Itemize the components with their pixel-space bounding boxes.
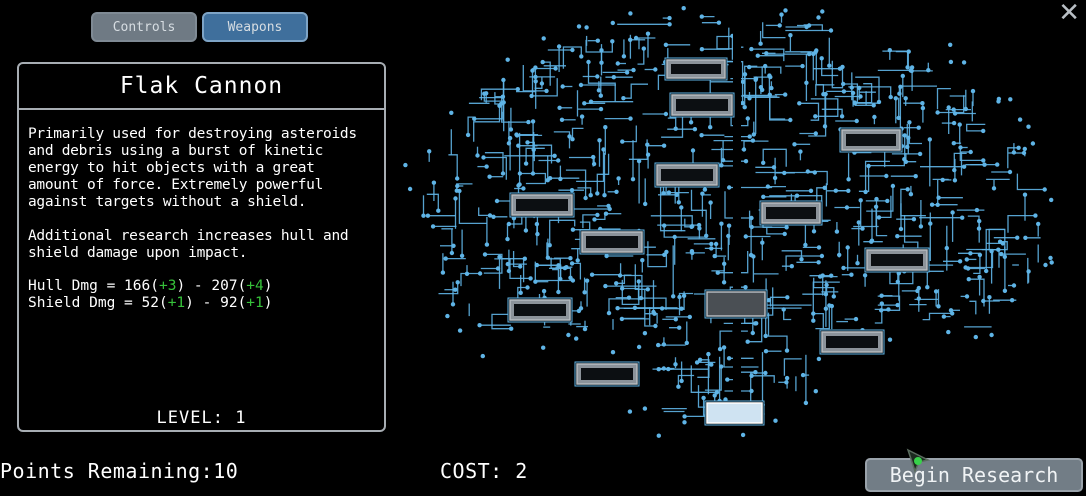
begin-research-button[interactable]: Begin Research: [865, 458, 1083, 492]
weapon-level: LEVEL: 1: [156, 408, 247, 428]
weapon-description: Primarily used for destroying asteroids …: [28, 126, 357, 261]
circuit-brain-icon: [402, 0, 1062, 459]
cursor-icon: [906, 448, 931, 474]
weapon-title: Flak Cannon: [19, 64, 384, 110]
close-icon[interactable]: ✕: [1058, 0, 1080, 28]
tab-weapons[interactable]: Weapons: [202, 12, 308, 42]
weapon-stats: Hull Dmg = 166(+3) - 207(+4) Shield Dmg …: [28, 278, 273, 312]
tab-controls[interactable]: Controls: [91, 12, 197, 42]
weapon-info-panel: Flak Cannon Primarily used for destroyin…: [17, 62, 386, 432]
shield-damage: Shield Dmg = 52(+1) - 92(+1): [28, 295, 273, 311]
hull-damage: Hull Dmg = 166(+3) - 207(+4): [28, 278, 273, 294]
points-remaining: Points Remaining:10: [0, 459, 239, 483]
research-cost: COST: 2: [440, 459, 528, 483]
